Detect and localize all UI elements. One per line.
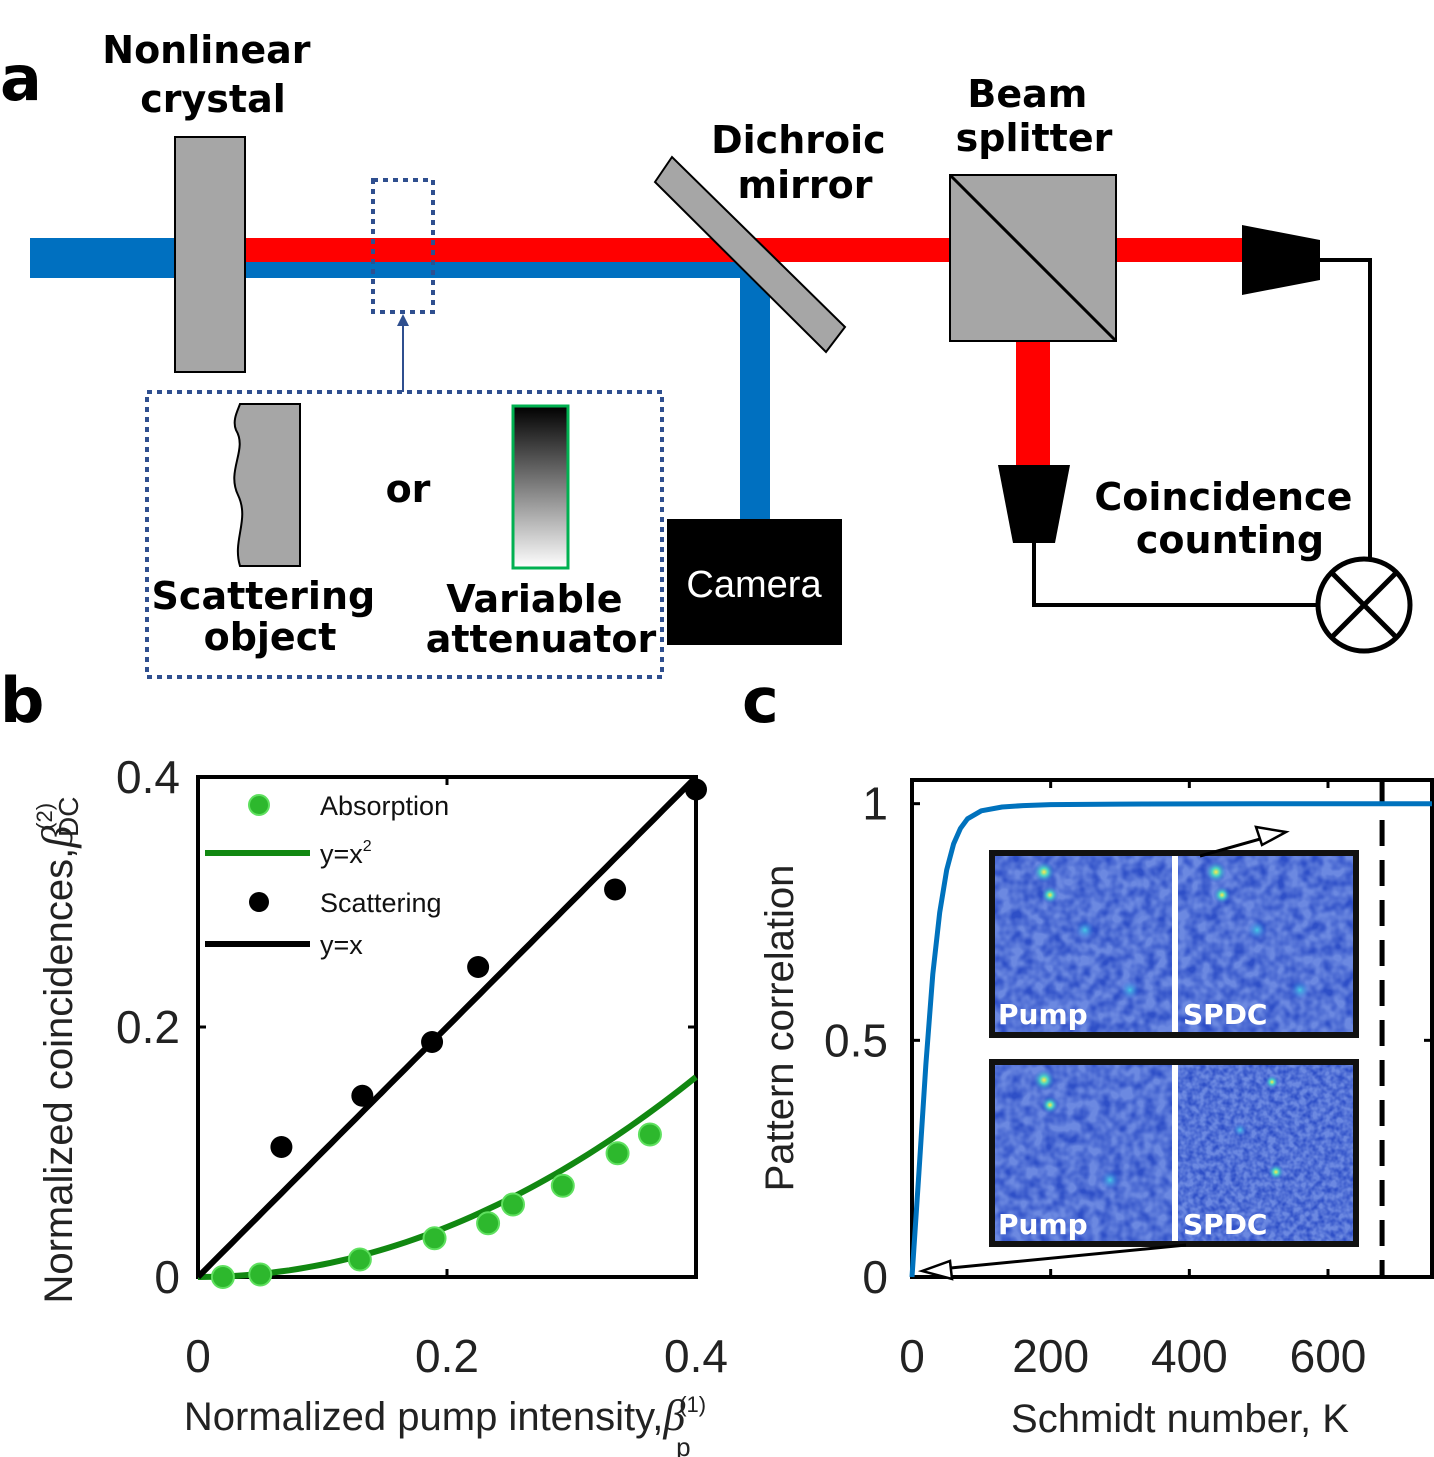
- absorption-point: [248, 1262, 273, 1287]
- inset-top-spdc-label: SPDC: [1183, 998, 1267, 1031]
- x-tick-label: 0.2: [415, 1330, 479, 1382]
- detector-2-wire: [1032, 543, 1317, 607]
- inset-top-arrowhead: [1254, 825, 1290, 847]
- scattering-point: [467, 956, 490, 978]
- inset-bottom-spdc-label: SPDC: [1183, 1208, 1267, 1241]
- scattering-point: [685, 778, 707, 801]
- absorption-point: [500, 1192, 525, 1217]
- plot-c-tick-labels: 0 200 400 600 0 0.5 1: [824, 778, 1366, 1382]
- plot-b-legend: Absorption y=x2 Scattering y=x: [205, 791, 449, 960]
- plot-b-points: [210, 778, 707, 1289]
- absorption-point: [605, 1141, 630, 1166]
- dichroic-mirror: [653, 155, 847, 354]
- or-label: or: [386, 467, 431, 511]
- camera: [667, 519, 842, 645]
- inset-divider: [1172, 1062, 1178, 1244]
- scattering-point: [351, 1084, 374, 1107]
- coincidence-counting-label: Coincidence counting: [1094, 475, 1365, 562]
- inset-divider: [1172, 853, 1178, 1035]
- detector-2-icon: [998, 465, 1070, 543]
- fit-line-linear: [195, 774, 699, 1280]
- panel-c: c 0 200 400 600 0 0.5 1 Pump SPDC: [742, 664, 1434, 1441]
- scattering-object: [233, 403, 301, 567]
- y-tick-label: 0.2: [116, 1001, 180, 1053]
- pump-beam-input: [30, 238, 180, 278]
- beam-splitter-diagonal: [948, 173, 1118, 343]
- pattern-correlation-curve: [909, 801, 1432, 1278]
- x-tick-label: 0: [899, 1330, 925, 1382]
- panel-b: b 0 0.2 0.4 0 0.2 0.4 Absorption y=x2 Scatter…: [0, 664, 728, 1457]
- absorption-point: [347, 1247, 372, 1272]
- absorption-point: [210, 1265, 235, 1289]
- scattering-point: [421, 1031, 444, 1053]
- legend-x2-label: y=x2: [320, 838, 372, 869]
- inset-top-pump-label: Pump: [998, 998, 1088, 1031]
- sample-pointer-arrowhead: [397, 314, 409, 326]
- panel-b-letter: b: [0, 664, 44, 737]
- panel-a: a Nonlinear crystal Dichroic mirror Beam…: [0, 28, 1413, 679]
- scattering-object-label: Scattering object: [152, 574, 389, 659]
- plot-b-xlabel: Normalized pump intensity,β(1)p: [184, 1391, 706, 1457]
- nonlinear-crystal-label: Nonlinear crystal: [102, 28, 323, 121]
- legend-absorption-marker: [248, 794, 270, 816]
- y-tick-label: 0: [154, 1251, 180, 1303]
- x-tick-label: 200: [1012, 1330, 1089, 1382]
- panel-a-letter: a: [0, 42, 42, 115]
- x-tick-label: 0.4: [664, 1330, 728, 1382]
- plot-b-lines: [195, 774, 699, 1280]
- camera-label: Camera: [686, 564, 822, 606]
- spdc-beam-split: [1016, 340, 1050, 465]
- scattering-point: [270, 1136, 293, 1158]
- plot-c-xlabel: Schmidt number, K: [1011, 1397, 1349, 1441]
- x-tick-label: 0: [185, 1330, 211, 1382]
- detector-1-wire: [1320, 258, 1372, 560]
- y-tick-label: 0.5: [824, 1014, 888, 1066]
- speckle-inset-top: Pump SPDC: [989, 850, 1359, 1038]
- variable-attenuator-label: Variable attenuator: [426, 577, 657, 661]
- legend-absorption-label: Absorption: [320, 791, 449, 821]
- speckle-inset-bottom: Pump SPDC: [989, 1059, 1359, 1247]
- plot-b-ylabel: Normalized coincidences,β(2)DC: [32, 796, 84, 1303]
- detector-1-icon: [1242, 225, 1320, 295]
- absorption-point: [476, 1211, 501, 1236]
- legend-x-label: y=x: [320, 930, 363, 960]
- x-tick-label: 400: [1151, 1330, 1228, 1382]
- nonlinear-crystal: [174, 136, 246, 373]
- panel-c-letter: c: [742, 664, 779, 737]
- plot-c-tick-marks: [910, 780, 1432, 1279]
- inset-bottom-pointer-arrow: [929, 1243, 1187, 1272]
- speckle-texture-fine: [1178, 1062, 1356, 1244]
- y-tick-label: 0: [862, 1251, 888, 1303]
- absorption-point: [550, 1173, 575, 1198]
- x-tick-label: 600: [1290, 1330, 1367, 1382]
- plot-c-frame: [910, 778, 1434, 1279]
- speckle-texture: [992, 1062, 1172, 1244]
- absorption-point: [637, 1122, 662, 1147]
- pump-beam-to-camera: [740, 262, 770, 524]
- plot-c-curve: [909, 801, 1432, 1278]
- inset-bottom-pump-label: Pump: [998, 1208, 1088, 1241]
- plot-b-tick-labels: 0 0.2 0.4 0 0.2 0.4: [116, 751, 728, 1382]
- fit-line-quadratic: [197, 1074, 698, 1280]
- variable-attenuator: [511, 404, 570, 570]
- sample-position-box: [371, 178, 435, 314]
- dichroic-mirror-label: Dichroic mirror: [711, 118, 899, 207]
- legend-scattering-label: Scattering: [320, 888, 442, 918]
- y-tick-label: 1: [862, 778, 888, 830]
- y-tick-label: 0.4: [116, 751, 180, 803]
- scattering-point: [604, 878, 627, 901]
- absorption-point: [422, 1226, 447, 1251]
- beam-splitter-label: Beam splitter: [956, 72, 1113, 160]
- plot-c-ylabel: Pattern correlation: [758, 865, 802, 1192]
- pump-beam-reflected: [245, 262, 757, 278]
- legend-scattering-marker: [249, 892, 269, 912]
- inset-bottom-arrowhead: [917, 1259, 954, 1281]
